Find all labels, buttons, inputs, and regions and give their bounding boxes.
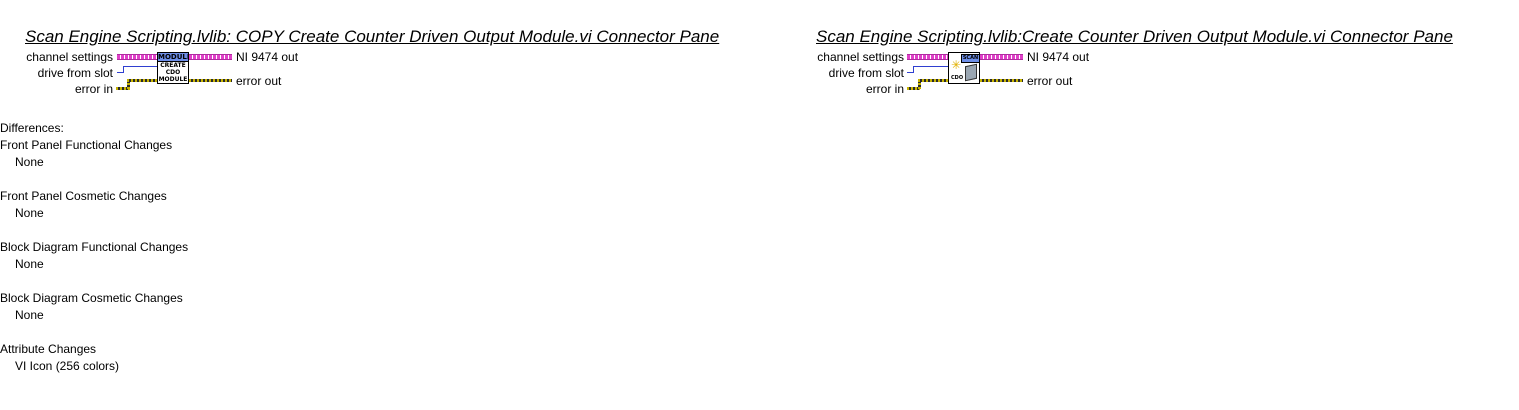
- left-pane-title: Scan Engine Scripting.lvlib: COPY Create…: [25, 27, 720, 46]
- right-pane-title: Scan Engine Scripting.lvlib:Create Count…: [816, 27, 1453, 46]
- left-input-error-in: error in: [74, 82, 113, 96]
- left-output-error-out: error out: [236, 74, 282, 88]
- left-input-channel-settings: channel settings: [26, 50, 113, 64]
- section-title: Attribute Changes: [0, 342, 97, 356]
- left-drive-slot-wire-v: [123, 66, 124, 73]
- section-bd-cosmetic: Block Diagram Cosmetic Changes None: [0, 290, 188, 324]
- right-vi-icon: SCAN ✳ CDO: [948, 52, 980, 84]
- left-error-in-wire-v: [127, 79, 130, 89]
- right-channel-settings-wire: [907, 54, 948, 60]
- right-output-error-out: error out: [1027, 74, 1073, 88]
- left-drive-slot-wire-h: [117, 72, 124, 73]
- right-error-out-wire: [980, 79, 1023, 82]
- right-error-in-wire-h2: [918, 79, 948, 82]
- left-error-in-wire-h2: [127, 79, 157, 82]
- left-error-in-wire: [116, 87, 130, 90]
- section-value: None: [15, 155, 44, 169]
- differences-heading: Differences:: [0, 121, 64, 135]
- right-icon-sub: CDO: [951, 75, 964, 81]
- section-title: Block Diagram Cosmetic Changes: [0, 291, 183, 305]
- right-drive-slot-wire-h2: [913, 66, 948, 67]
- section-attribute: Attribute Changes VI Icon (256 colors): [0, 341, 188, 375]
- device-module-icon: [965, 63, 977, 82]
- left-icon-band: MODULE: [158, 53, 192, 62]
- sparkle-icon: ✳: [951, 58, 962, 72]
- differences-report: Differences: Front Panel Functional Chan…: [0, 120, 188, 375]
- section-bd-functional: Block Diagram Functional Changes None: [0, 239, 188, 273]
- left-vi-icon: MODULE CREATE CDO MODULE: [157, 52, 192, 84]
- section-value: None: [15, 257, 44, 271]
- left-input-drive-from-slot: drive from slot: [37, 66, 113, 80]
- right-error-in-wire-v: [918, 79, 921, 89]
- section-value: VI Icon (256 colors): [15, 359, 120, 373]
- left-icon-line1: CREATE: [160, 62, 186, 69]
- right-error-in-wire: [907, 87, 920, 90]
- left-icon-line2: CDO: [165, 69, 181, 76]
- left-error-out-wire: [189, 79, 232, 82]
- right-drive-slot-wire-v: [913, 66, 914, 73]
- right-input-drive-from-slot: drive from slot: [828, 66, 904, 80]
- right-input-channel-settings: channel settings: [817, 50, 904, 64]
- section-value: None: [15, 308, 44, 322]
- section-fp-functional: Front Panel Functional Changes None: [0, 137, 188, 171]
- right-ni9474-out-wire: [980, 54, 1023, 60]
- section-fp-cosmetic: Front Panel Cosmetic Changes None: [0, 188, 188, 222]
- section-title: Block Diagram Functional Changes: [0, 240, 189, 254]
- left-drive-slot-wire-h2: [123, 66, 157, 67]
- section-value: None: [15, 206, 44, 220]
- left-output-ni9474-out: NI 9474 out: [236, 50, 299, 64]
- left-channel-settings-wire: [117, 54, 157, 60]
- right-output-ni9474-out: NI 9474 out: [1027, 50, 1090, 64]
- section-title: Front Panel Functional Changes: [0, 138, 173, 152]
- left-ni9474-out-wire: [189, 54, 232, 60]
- left-icon-line3: MODULE: [158, 76, 188, 83]
- right-drive-slot-wire-h: [907, 72, 914, 73]
- right-input-error-in: error in: [865, 82, 904, 96]
- right-icon-badge: SCAN: [961, 54, 980, 63]
- section-title: Front Panel Cosmetic Changes: [0, 189, 167, 203]
